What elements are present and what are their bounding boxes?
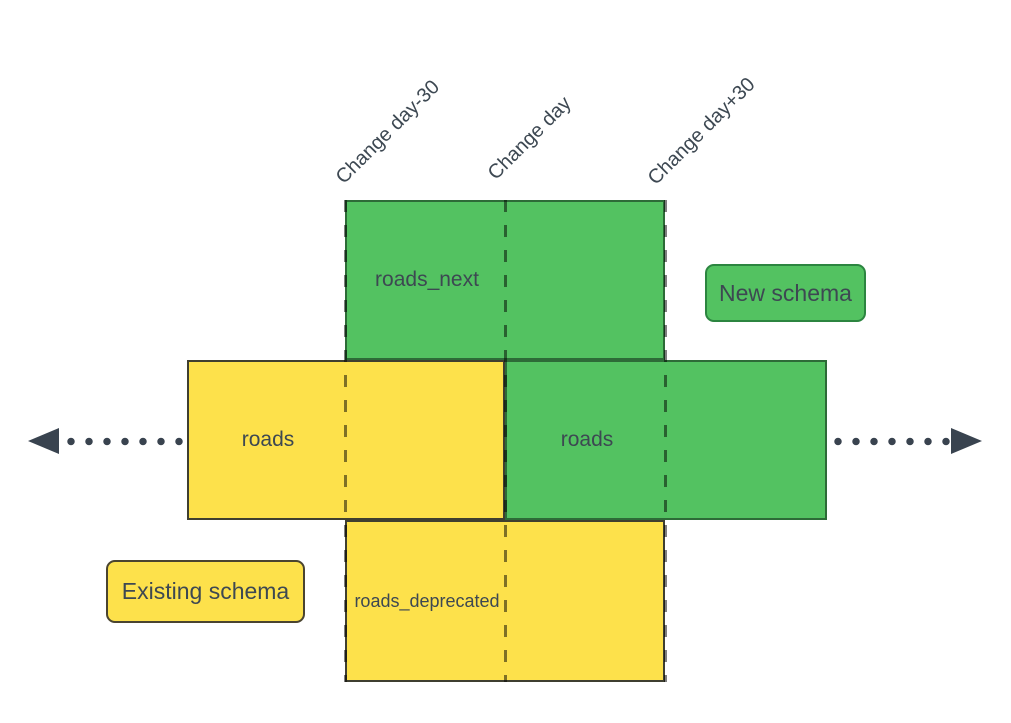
box-roads-new-label: roads [560, 428, 614, 451]
timeline-dotted-line-right [829, 437, 951, 446]
timeline-label-change-day-minus-30: Change day-30 [331, 76, 445, 189]
box-roads-next-label: roads_next [375, 268, 479, 291]
timeline-arrowhead-left [28, 428, 59, 454]
box-roads-existing-label: roads [241, 428, 295, 451]
dashed-line-change-day-minus-30 [344, 200, 347, 682]
timeline-arrowhead-right [951, 428, 982, 454]
box-roads-deprecated-label: roads_deprecated [354, 590, 500, 611]
legend-new-schema: New schema [705, 264, 866, 322]
timeline-label-change-day-plus-30: Change day+30 [643, 73, 760, 190]
legend-new-schema-label: New schema [719, 279, 852, 306]
dashed-line-change-day-plus-30 [664, 200, 667, 682]
timeline-dotted-line-left [62, 437, 187, 446]
legend-existing-schema: Existing schema [106, 560, 305, 623]
timeline-label-change-day: Change day [483, 92, 576, 185]
legend-existing-schema-label: Existing schema [121, 578, 290, 604]
dashed-line-change-day [504, 200, 507, 682]
